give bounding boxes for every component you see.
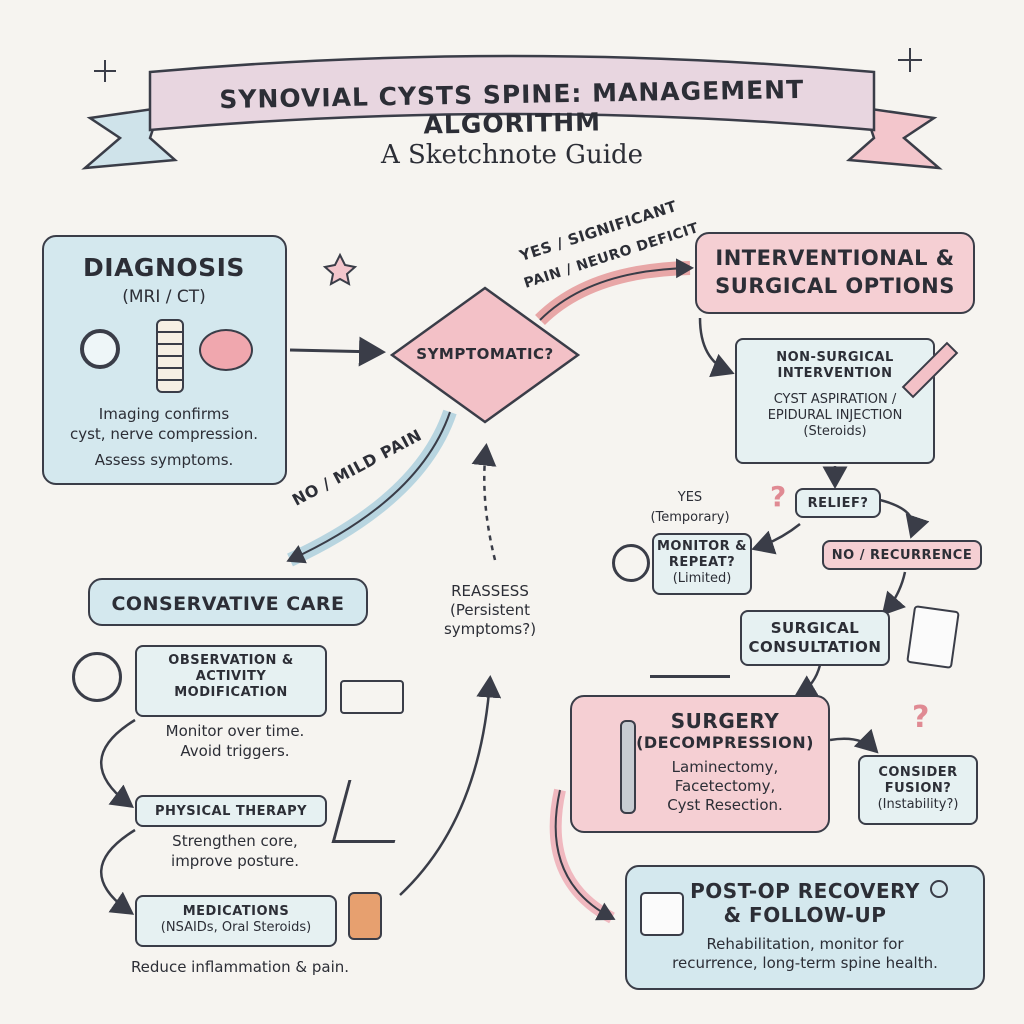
consultation-line-1: SURGICAL	[770, 619, 860, 637]
relief-card: RELIEF?	[795, 488, 881, 518]
diagnosis-text-1: Imaging confirms	[98, 405, 230, 423]
person-bench-icon	[340, 680, 404, 714]
walking-person-icon	[930, 880, 948, 898]
decision-label: SYMPTOMATIC?	[416, 345, 554, 363]
surgery-line-4: Facetectomy,	[674, 777, 776, 795]
observation-card: OBSERVATION & ACTIVITY MODIFICATION	[135, 645, 327, 717]
fusion-line-3: (Instability?)	[877, 797, 959, 812]
diagnosis-title: DIAGNOSIS	[83, 253, 245, 282]
surgery-line-1: SURGERY	[670, 709, 780, 733]
monitor-card: MONITOR & REPEAT? (Limited)	[652, 533, 752, 595]
clock-icon	[72, 652, 122, 702]
calendar-icon	[640, 892, 684, 936]
fusion-line-1: CONSIDER	[878, 765, 958, 780]
fusion-line-2: FUSION?	[884, 781, 952, 796]
edge-label-reassess-1: REASSESS	[451, 582, 529, 600]
observation-note-1: Monitor over time.	[165, 722, 305, 740]
page-title: SYNOVIAL CYSTS SPINE: MANAGEMENT ALGORIT…	[219, 74, 805, 140]
consider-fusion-card: CONSIDER FUSION? (Instability?)	[858, 755, 978, 825]
fusion-question-icon: ?	[912, 700, 930, 735]
medications-line-1: MEDICATIONS	[182, 904, 290, 919]
spine-icon	[156, 319, 184, 393]
observation-line-2: ACTIVITY	[195, 669, 267, 684]
clipboard-icon	[906, 605, 960, 669]
diagnosis-text-2: cyst, nerve compression.	[69, 425, 258, 443]
page-subtitle: A Sketchnote Guide	[380, 140, 644, 170]
arrow-reassess	[399, 675, 502, 896]
interventional-title-2: SURGICAL OPTIONS	[715, 274, 955, 298]
non-surgical-line-3: CYST ASPIRATION /	[773, 392, 897, 407]
post-op-card: POST-OP RECOVERY & FOLLOW-UP Rehabilitat…	[625, 865, 985, 990]
conservative-title: CONSERVATIVE CARE	[88, 578, 368, 626]
monitor-line-1: MONITOR &	[657, 539, 747, 554]
observation-line-1: OBSERVATION &	[168, 653, 294, 668]
yes-label-2: (Temporary)	[650, 510, 730, 525]
surgical-consultation-card: SURGICAL CONSULTATION	[740, 610, 890, 666]
surgery-line-3: Laminectomy,	[671, 758, 779, 776]
consultation-line-2: CONSULTATION	[748, 638, 882, 656]
non-surgical-line-5: (Steroids)	[803, 424, 867, 439]
physical-therapy-note-1: Strengthen core,	[172, 832, 298, 850]
brain-icon	[199, 329, 253, 371]
diagnosis-text-3: Assess symptoms.	[94, 451, 234, 469]
sparkle-icon	[94, 48, 922, 286]
interventional-title-card: INTERVENTIONAL & SURGICAL OPTIONS	[695, 232, 975, 314]
arrow-diagnosis-to-decision	[289, 336, 386, 367]
observation-note-2: Avoid triggers.	[180, 742, 290, 760]
non-surgical-line-2: INTERVENTION	[777, 366, 893, 381]
relief-question-icon: ?	[770, 480, 787, 513]
surgery-line-2: (DECOMPRESSION)	[636, 733, 814, 752]
diagnosis-card: DIAGNOSIS (MRI / CT) Imaging confirms cy…	[42, 235, 287, 485]
post-op-line-2: & FOLLOW-UP	[723, 903, 887, 927]
observation-line-3: MODIFICATION	[174, 685, 288, 700]
physical-therapy-card: PHYSICAL THERAPY	[135, 795, 327, 827]
magnifier-icon	[80, 329, 120, 369]
post-op-line-4: recurrence, long-term spine health.	[672, 954, 938, 972]
surgery-line-5: Cyst Resection.	[667, 796, 783, 814]
interventional-title-1: INTERVENTIONAL &	[715, 246, 955, 270]
monitor-line-3: (Limited)	[672, 571, 732, 586]
edge-label-reassess-3: symptoms?)	[443, 620, 537, 638]
yes-label-1: YES	[677, 490, 703, 505]
doctor-patient-icon	[650, 625, 730, 678]
post-op-line-3: Rehabilitation, monitor for	[706, 935, 904, 953]
timer-icon	[612, 544, 650, 582]
decision-diamond	[389, 286, 581, 424]
non-surgical-card: NON-SURGICAL INTERVENTION CYST ASPIRATIO…	[735, 338, 935, 464]
surgery-card: SURGERY (DECOMPRESSION) Laminectomy, Fac…	[570, 695, 830, 833]
non-surgical-line-4: EPIDURAL INJECTION	[767, 408, 903, 423]
physical-therapy-note-2: improve posture.	[171, 852, 299, 870]
pill-bottle-icon	[348, 892, 382, 940]
no-recurrence-card: NO / RECURRENCE	[822, 540, 982, 570]
post-op-line-1: POST-OP RECOVERY	[690, 879, 920, 903]
edge-label-reassess-2: (Persistent	[449, 601, 531, 619]
scalpel-icon	[620, 720, 636, 814]
title-banner	[81, 54, 943, 170]
diagnosis-subtitle: (MRI / CT)	[122, 287, 206, 307]
non-surgical-line-1: NON-SURGICAL	[776, 350, 894, 365]
medications-note: Reduce inflammation & pain.	[130, 958, 350, 976]
medications-card: MEDICATIONS (NSAIDs, Oral Steroids)	[135, 895, 337, 947]
medications-line-2: (NSAIDs, Oral Steroids)	[160, 920, 312, 935]
monitor-line-2: REPEAT?	[668, 555, 736, 570]
